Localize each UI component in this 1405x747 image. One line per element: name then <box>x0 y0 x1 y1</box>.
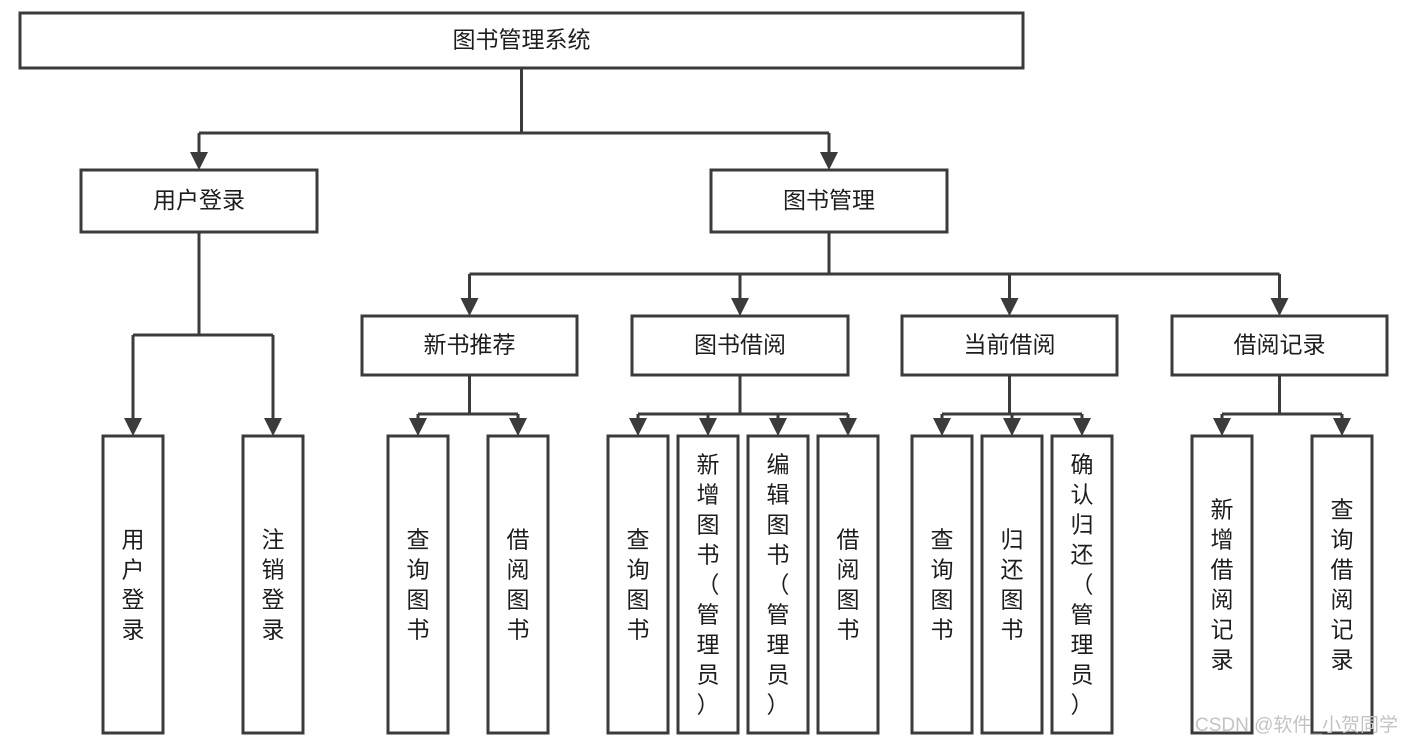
node-label-book-borrow: 图书借阅 <box>694 332 786 358</box>
node-leaf-add-book[interactable]: 新增图书（管理员） <box>676 434 740 735</box>
node-box-current-borrow[interactable] <box>900 314 1119 377</box>
arrow-head-icon <box>933 418 951 436</box>
branch-root-to-level2 <box>190 68 838 170</box>
node-label-borrow-record: 借阅记录 <box>1234 332 1326 358</box>
node-label-user-login: 用户登录 <box>153 187 245 213</box>
node-box-leaf-borrow-book-1[interactable] <box>486 434 550 735</box>
node-box-leaf-logout[interactable] <box>241 434 305 735</box>
node-leaf-borrow-book-1[interactable]: 借阅图书 <box>486 434 550 735</box>
node-label-root: 图书管理系统 <box>453 27 591 53</box>
node-leaf-edit-book[interactable]: 编辑图书（管理员） <box>746 434 810 735</box>
arrow-head-icon <box>460 298 479 316</box>
node-borrow-record[interactable]: 借阅记录 <box>1170 314 1389 377</box>
node-box-book-borrow[interactable] <box>630 314 850 377</box>
arrow-head-icon <box>1000 298 1019 316</box>
node-box-leaf-user-login[interactable] <box>101 434 165 735</box>
arrow-head-icon <box>1003 418 1021 436</box>
node-leaf-query-book-3[interactable]: 查询图书 <box>910 434 974 735</box>
node-leaf-user-login[interactable]: 用户登录 <box>101 434 165 735</box>
node-leaf-confirm-return[interactable]: 确认归还（管理员） <box>1050 434 1114 735</box>
node-box-borrow-record[interactable] <box>1170 314 1389 377</box>
node-box-leaf-add-book[interactable] <box>676 434 740 735</box>
node-box-leaf-query-book-2[interactable] <box>606 434 670 735</box>
arrow-head-icon <box>509 418 527 436</box>
arrow-head-icon <box>820 152 838 170</box>
node-leaf-borrow-book-2[interactable]: 借阅图书 <box>816 434 880 735</box>
csdn-watermark: CSDN @软件_小贺同学 <box>1195 714 1398 736</box>
node-box-leaf-add-borrow-record[interactable] <box>1190 434 1254 735</box>
node-book-management[interactable]: 图书管理 <box>709 168 949 234</box>
node-leaf-return-book[interactable]: 归还图书 <box>980 434 1044 735</box>
node-label-leaf-query-book-1: 查询图书 <box>407 527 430 643</box>
node-label-leaf-query-book-3: 查询图书 <box>931 527 954 643</box>
arrow-head-icon <box>1213 418 1231 436</box>
node-user-login[interactable]: 用户登录 <box>79 168 319 234</box>
node-box-book-management[interactable] <box>709 168 949 234</box>
node-label-leaf-logout: 注销登录 <box>262 527 285 643</box>
node-label-leaf-return-book: 归还图书 <box>1001 527 1024 643</box>
node-label-leaf-add-book: 新增图书（管理员） <box>697 452 720 718</box>
arrow-head-icon <box>731 298 749 316</box>
node-label-leaf-add-borrow-record: 新增借阅记录 <box>1211 497 1234 673</box>
node-box-leaf-edit-book[interactable] <box>746 434 810 735</box>
node-leaf-add-borrow-record[interactable]: 新增借阅记录 <box>1190 434 1254 735</box>
arrow-head-icon <box>124 418 142 436</box>
branch-current-borrow-to-leaves <box>933 375 1091 436</box>
node-box-leaf-query-book-1[interactable] <box>386 434 450 735</box>
node-leaf-query-book-2[interactable]: 查询图书 <box>606 434 670 735</box>
branch-user-login-to-leaves <box>124 232 282 436</box>
arrow-head-icon <box>1073 418 1091 436</box>
arrow-head-icon <box>264 418 282 436</box>
node-label-leaf-borrow-book-1: 借阅图书 <box>507 527 530 643</box>
node-box-leaf-borrow-book-2[interactable] <box>816 434 880 735</box>
node-box-leaf-query-borrow-record[interactable] <box>1310 434 1374 735</box>
node-label-current-borrow: 当前借阅 <box>964 332 1056 358</box>
node-label-new-book-recommend: 新书推荐 <box>424 332 516 358</box>
node-current-borrow[interactable]: 当前借阅 <box>900 314 1119 377</box>
node-new-book-recommend[interactable]: 新书推荐 <box>360 314 579 377</box>
arrow-head-icon <box>629 418 647 436</box>
node-box-root[interactable] <box>18 11 1025 70</box>
node-layer: 图书管理系统用户登录图书管理新书推荐图书借阅当前借阅借阅记录用户登录注销登录查询… <box>18 11 1389 735</box>
branch-borrow-record-to-leaves <box>1213 375 1351 436</box>
node-box-leaf-query-book-3[interactable] <box>910 434 974 735</box>
arrow-head-icon <box>699 418 717 436</box>
node-box-leaf-confirm-return[interactable] <box>1050 434 1114 735</box>
node-leaf-query-book-1[interactable]: 查询图书 <box>386 434 450 735</box>
arrow-head-icon <box>1270 298 1289 316</box>
arrow-head-icon <box>839 418 857 436</box>
arrow-head-icon <box>769 418 787 436</box>
node-label-book-management: 图书管理 <box>783 187 875 213</box>
node-box-leaf-return-book[interactable] <box>980 434 1044 735</box>
arrow-head-icon <box>1333 418 1351 436</box>
node-label-leaf-confirm-return: 确认归还（管理员） <box>1071 452 1094 718</box>
node-label-leaf-edit-book: 编辑图书（管理员） <box>767 452 790 718</box>
node-box-user-login[interactable] <box>79 168 319 234</box>
branch-bookmgmt-to-level3 <box>460 232 1289 316</box>
branch-new-book-recommend-to-leaves <box>409 375 527 436</box>
branch-book-borrow-to-leaves <box>629 375 857 436</box>
node-leaf-query-borrow-record[interactable]: 查询借阅记录 <box>1310 434 1374 735</box>
node-label-leaf-query-borrow-record: 查询借阅记录 <box>1331 497 1354 673</box>
node-leaf-logout[interactable]: 注销登录 <box>241 434 305 735</box>
arrow-head-icon <box>190 152 208 170</box>
node-label-leaf-user-login: 用户登录 <box>122 527 145 643</box>
node-label-leaf-query-book-2: 查询图书 <box>627 527 650 643</box>
connector-layer <box>124 68 1351 436</box>
node-box-new-book-recommend[interactable] <box>360 314 579 377</box>
node-book-borrow[interactable]: 图书借阅 <box>630 314 850 377</box>
arrow-head-icon <box>409 418 427 436</box>
node-root[interactable]: 图书管理系统 <box>18 11 1025 70</box>
node-label-leaf-borrow-book-2: 借阅图书 <box>837 527 860 643</box>
